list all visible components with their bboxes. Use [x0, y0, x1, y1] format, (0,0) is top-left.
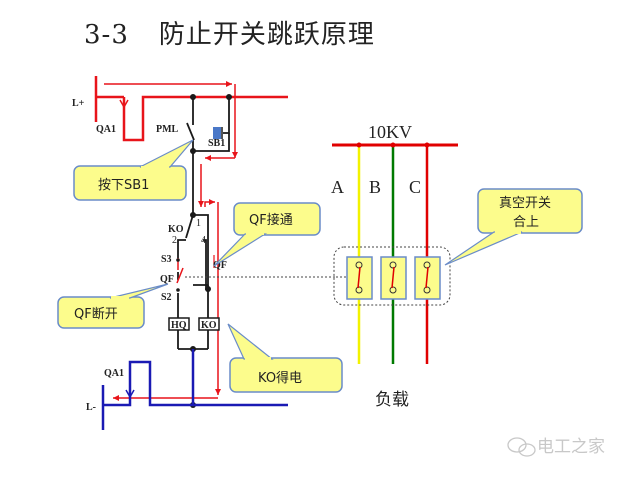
qa1-bottom-marker	[125, 389, 135, 399]
label-qf-right: QF	[213, 260, 227, 271]
svg-text:QF断开: QF断开	[74, 307, 118, 322]
vacuum-breaker-group	[333, 246, 451, 306]
breaker-pole-c	[414, 256, 441, 300]
label-terminal-2: 2	[172, 235, 177, 246]
current-path	[104, 81, 238, 401]
hq-coil	[168, 317, 190, 331]
callout-vacuum-switch-closed: 真空开关 合上	[444, 188, 583, 266]
negative-bus	[101, 349, 288, 430]
phase-a-label: A	[331, 177, 344, 197]
label-l-minus: L-	[86, 402, 96, 413]
positive-bus	[94, 76, 288, 142]
section-title: 防止开关跳跃原理	[158, 20, 375, 50]
load-label: 负载	[375, 390, 409, 410]
label-qf-left: QF	[160, 274, 174, 285]
breaker-pole-a	[346, 256, 373, 300]
ko-coil	[198, 317, 220, 331]
section-number: 3-3	[84, 20, 129, 50]
phase-b-label: B	[369, 177, 381, 197]
svg-text:按下SB1: 按下SB1	[98, 178, 149, 193]
voltage-label: 10KV	[368, 122, 412, 142]
sb1-button-icon	[213, 127, 221, 139]
label-s2: S2	[161, 292, 172, 303]
label-sb1: SB1	[208, 138, 225, 149]
page-title: 3-3 防止开关跳跃原理	[84, 14, 375, 51]
label-ko: KO	[168, 224, 184, 235]
callout-qf-on: QF接通	[213, 202, 321, 267]
svg-text:KO得电: KO得电	[258, 370, 302, 386]
label-pml: PML	[156, 124, 179, 135]
wechat-icon	[507, 437, 536, 457]
svg-text:真空开关: 真空开关	[499, 196, 551, 211]
qf-contact-open	[176, 267, 184, 284]
svg-text:QF接通: QF接通	[249, 212, 293, 228]
breaker-pole-b	[380, 256, 407, 300]
watermark: 电工之家	[507, 437, 605, 457]
callout-ko-energized: KO得电	[227, 323, 343, 393]
label-qa1-bottom: QA1	[104, 368, 124, 379]
label-s3: S3	[161, 254, 172, 265]
qa1-top-marker	[119, 99, 129, 109]
label-hq: HQ	[171, 320, 187, 331]
callout-press-sb1: 按下SB1	[73, 139, 194, 201]
label-qa1-top: QA1	[96, 124, 116, 135]
label-terminal-4: 4	[201, 235, 206, 246]
phase-c-label: C	[409, 177, 421, 197]
label-ko-coil: KO	[201, 320, 217, 331]
label-l-plus: L+	[72, 98, 85, 109]
svg-text:合上: 合上	[513, 215, 539, 230]
callout-qf-off: QF断开	[57, 283, 169, 329]
watermark-text: 电工之家	[537, 437, 605, 457]
label-terminal-1: 1	[196, 218, 201, 229]
